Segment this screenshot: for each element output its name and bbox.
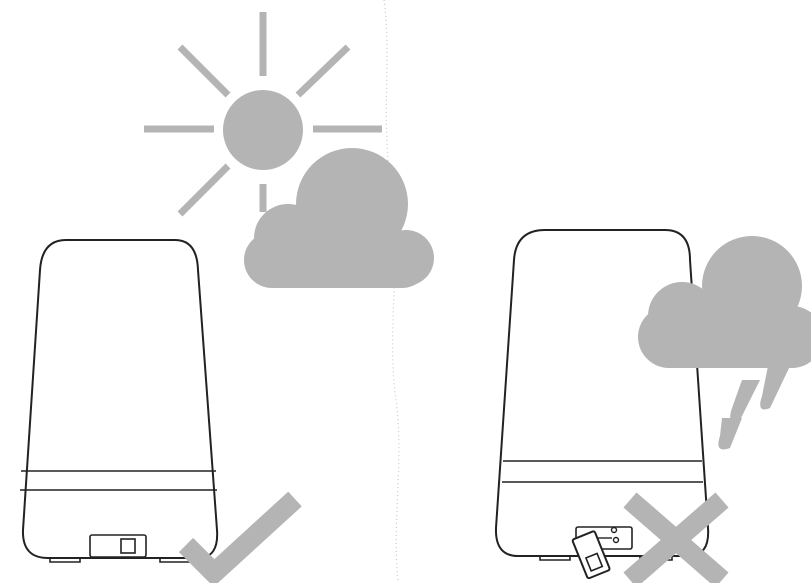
humidifier-open xyxy=(494,229,710,580)
humidifier-body xyxy=(494,229,710,557)
raindrop-icon xyxy=(760,366,790,410)
cross-mark-icon xyxy=(623,492,729,583)
humidifier-band xyxy=(502,460,703,483)
right-panel xyxy=(494,229,811,583)
cloud-icon xyxy=(244,148,434,288)
port-cover-open xyxy=(571,530,611,580)
rain-cloud-icon xyxy=(638,236,811,450)
raindrop-icon xyxy=(730,380,760,422)
humidifier-band xyxy=(20,470,217,491)
usb-port-icon xyxy=(596,526,620,544)
left-panel xyxy=(20,12,434,583)
port-cover-closed xyxy=(89,534,147,558)
port-cover-latch xyxy=(120,538,136,554)
raindrop-icon xyxy=(718,418,742,450)
sun-icon xyxy=(144,12,382,217)
humidifier-body xyxy=(21,239,219,559)
humidifier-closed xyxy=(20,239,219,563)
check-mark-icon xyxy=(178,491,302,583)
panel-divider xyxy=(383,0,400,583)
